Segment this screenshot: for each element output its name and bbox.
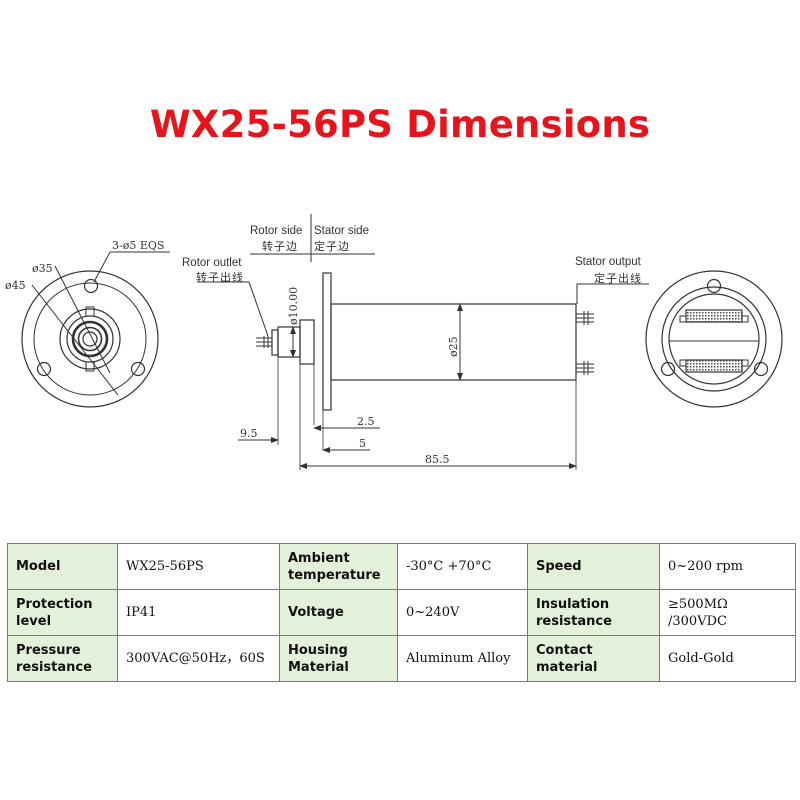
spec-value-pressure-resistance: 300VAC@50Hz，60S [117, 635, 280, 682]
stator-wires-bottom [576, 361, 594, 375]
label-stator-output-cn: 定子出线 [594, 271, 642, 285]
connector-top [685, 309, 743, 323]
side-view [197, 214, 649, 470]
stator-wires-top [576, 311, 594, 325]
spec-value-contact-material: Gold-Gold [659, 635, 796, 682]
table-row: Pressure resistance 300VAC@50Hz，60S Hous… [7, 635, 796, 682]
spec-value-voltage: 0~240V [397, 589, 528, 636]
label-2-5: 2.5 [357, 415, 375, 428]
label-rotor-side: Rotor side [250, 225, 302, 237]
bore [82, 331, 98, 347]
right-body-circle [661, 286, 767, 392]
spec-value-speed: 0~200 rpm [659, 543, 796, 590]
dimension-drawing: ø35 ø45 3-ø5 EQS [5, 214, 783, 470]
spec-key-insulation-resistance: Insulation resistance [527, 589, 660, 636]
label-85-5: 85.5 [425, 453, 450, 466]
inner-ring-3 [77, 326, 103, 352]
mounting-hole-top [83, 278, 99, 294]
connector-bottom [685, 359, 743, 373]
inner-ring-2 [71, 320, 109, 358]
flange [322, 272, 332, 411]
table-row: Protection level IP41 Voltage 0~240V Ins… [7, 589, 796, 636]
label-d10: ø10.00 [287, 287, 300, 325]
spec-key-contact-material: Contact material [527, 635, 660, 682]
spec-value-ambient-temperature: -30°C +70°C [397, 543, 528, 590]
page-title: WX25-56PS Dimensions [149, 103, 651, 146]
flange-outline [21, 270, 159, 408]
spec-key-ambient-temperature: Ambient temperature [279, 543, 398, 590]
shaft-collar [299, 319, 315, 365]
mounting-hole-left [36, 361, 52, 377]
spec-value-model: WX25-56PS [117, 543, 280, 590]
spec-table: Model WX25-56PS Ambient temperature -30°… [7, 543, 796, 682]
label-d25: ø25 [447, 336, 460, 357]
spec-value-housing-material: Aluminum Alloy [397, 635, 528, 682]
body-circle [59, 308, 121, 370]
leader-d35 [54, 265, 111, 374]
right-hole-top [706, 278, 722, 294]
leader-rotor-outlet [197, 281, 269, 337]
rotor-wires [256, 336, 272, 348]
spec-key-model: Model [7, 543, 118, 590]
main-body [330, 303, 577, 381]
spec-key-protection-level: Protection level [7, 589, 118, 636]
label-d45: ø45 [5, 279, 26, 292]
label-5: 5 [359, 437, 366, 450]
top-key [85, 306, 95, 317]
leader-holes [93, 251, 111, 283]
spec-key-speed: Speed [527, 543, 660, 590]
label-rotor-outlet-cn: 转子出线 [196, 270, 244, 284]
table-row: Model WX25-56PS Ambient temperature -30°… [7, 543, 796, 590]
label-stator-side-cn: 定子边 [314, 239, 350, 253]
right-end-view [645, 270, 783, 408]
left-end-view [21, 251, 170, 408]
right-hole-left [660, 361, 676, 377]
spec-key-pressure-resistance: Pressure resistance [7, 635, 118, 682]
bottom-key [85, 361, 95, 372]
flange-inner-circle [33, 282, 147, 396]
rotor-stub [271, 329, 279, 356]
label-stator-side: Stator side [314, 225, 369, 237]
spec-key-voltage: Voltage [279, 589, 398, 636]
label-d35: ø35 [32, 262, 53, 275]
label-stator-output: Stator output [575, 256, 642, 268]
leader-stator-output [576, 283, 649, 304]
rotor-shaft [277, 326, 301, 358]
right-hole-right [753, 361, 769, 377]
mounting-hole-right [130, 361, 146, 377]
label-rotor-side-cn: 转子边 [262, 239, 298, 253]
spec-value-insulation-resistance: ≥500MΩ /300VDC [659, 589, 796, 636]
spec-value-protection-level: IP41 [117, 589, 280, 636]
label-9-5: 9.5 [240, 427, 258, 440]
right-flange-outline [645, 270, 783, 408]
spec-key-housing-material: Housing Material [279, 635, 398, 682]
right-inner-circle [668, 293, 760, 385]
label-rotor-outlet: Rotor outlet [182, 257, 242, 269]
leader-d45 [31, 284, 119, 396]
label-holes: 3-ø5 EQS [112, 239, 164, 252]
